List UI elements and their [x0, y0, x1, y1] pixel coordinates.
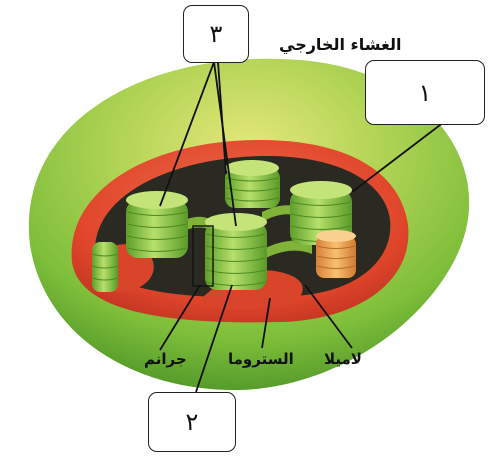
number-box-2-text: ٢: [185, 408, 199, 436]
number-box-1: ١: [365, 60, 485, 125]
granum-stack-far-left: [91, 242, 119, 292]
granum-stack-orange: [316, 230, 356, 278]
granum-stack-left: [126, 191, 188, 258]
number-box-3: ٣: [183, 5, 249, 63]
label-lamella: لاميلا: [324, 350, 362, 368]
label-stroma: الستروما: [228, 350, 294, 368]
thylakoid-highlight-box: [192, 225, 214, 287]
number-box-2: ٢: [148, 392, 236, 452]
granum-stack-back: [225, 160, 280, 208]
label-outer-membrane: الغشاء الخارجي: [279, 35, 402, 54]
pointer-lines: [159, 61, 445, 393]
number-box-3-text: ٣: [209, 20, 223, 48]
number-box-1-text: ١: [418, 78, 432, 107]
label-granum: جرانم: [144, 350, 187, 368]
